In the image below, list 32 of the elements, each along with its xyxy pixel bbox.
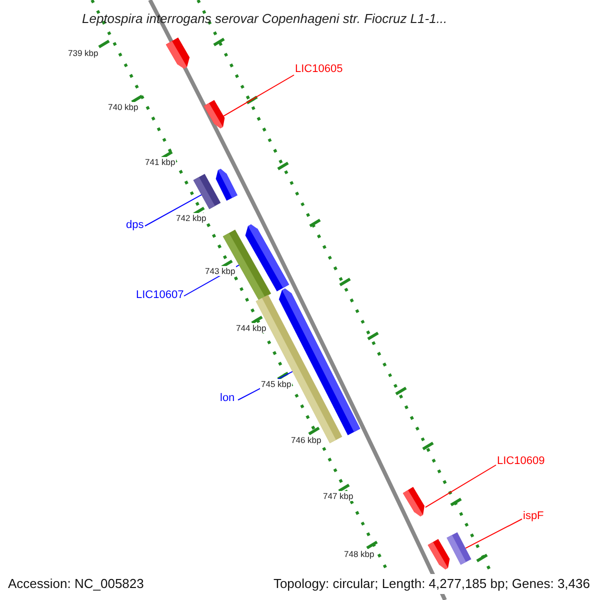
- leader-line: [465, 518, 522, 549]
- gene-label: lon: [220, 392, 235, 405]
- tick-label: 742 kbp: [175, 213, 208, 223]
- leader-line: [223, 74, 294, 117]
- gene-label: dps: [126, 219, 144, 232]
- gene-feature: [204, 100, 225, 128]
- tick-label: 743 kbp: [204, 266, 236, 276]
- gene-label: ispF: [523, 510, 544, 523]
- gene-feature: [245, 224, 290, 292]
- genome-title: Leptospira interrogans serovar Copenhageni str. Fiocruz L1-1...: [82, 10, 448, 28]
- gene-feature: [193, 174, 221, 210]
- tick-label: 744 kbp: [235, 323, 268, 333]
- tick-label: 741 kbp: [144, 157, 176, 167]
- tick-label: 747 kbp: [322, 491, 354, 501]
- leader-line: [424, 464, 496, 508]
- gene-feature: [446, 532, 472, 565]
- gene-feature: [216, 168, 238, 201]
- tick-label: 748 kbp: [343, 549, 376, 559]
- accession-text: Accession: NC_005823: [8, 575, 144, 593]
- gene-label: LIC10605: [295, 63, 343, 76]
- gene-feature: [402, 486, 424, 516]
- gene-label: LIC10607: [136, 289, 184, 302]
- gene-label: LIC10609: [497, 455, 545, 468]
- tick-label: 745 kbp: [260, 379, 292, 389]
- gene-feature: [278, 288, 360, 436]
- tick-label: 746 kbp: [290, 435, 322, 445]
- gene-feature: [428, 539, 450, 570]
- tick-label: 739 kbp: [67, 48, 100, 58]
- leader-line: [144, 194, 202, 226]
- genome-info-text: Topology: circular; Length: 4,277,185 bp; Genes: 3,436: [273, 574, 590, 594]
- gene-feature: [166, 38, 190, 69]
- tick-label: 740 kbp: [107, 102, 140, 112]
